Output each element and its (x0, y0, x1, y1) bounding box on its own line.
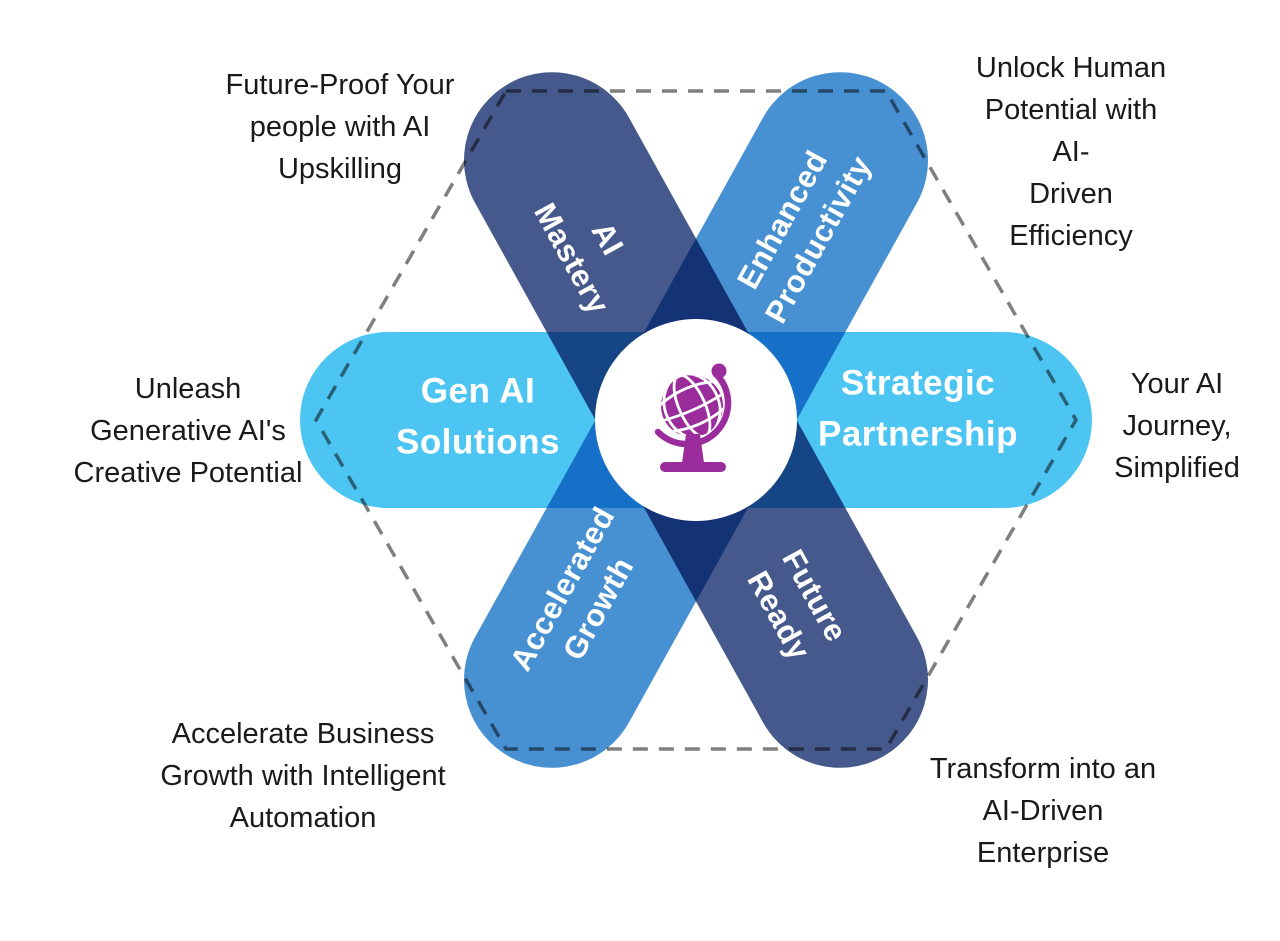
annotation-gen-ai-solutions: Unleash Generative AI's Creative Potenti… (73, 372, 303, 490)
arm-label-strategic-partnership: Strategic Partnership (818, 363, 1018, 453)
arm-label-gen-ai-solutions: Gen AI Solutions (396, 371, 560, 461)
globe-base (660, 462, 726, 472)
annotation-enhanced-productivity: Unlock Human Potential with AI- Driven E… (975, 51, 1167, 253)
globe-stem (682, 434, 704, 463)
globe-knob (711, 363, 727, 379)
annotation-strategic-partnership: Your AI Journey, Simplified (1114, 367, 1240, 485)
annotation-future-ready: Transform into an AI-Driven Enterprise (929, 752, 1157, 870)
annotation-ai-mastery: Future-Proof Your people with AI Upskill… (225, 68, 455, 186)
annotation-accelerated-growth: Accelerate Business Growth with Intellig… (160, 717, 446, 835)
globe-stand-ring (654, 370, 732, 448)
